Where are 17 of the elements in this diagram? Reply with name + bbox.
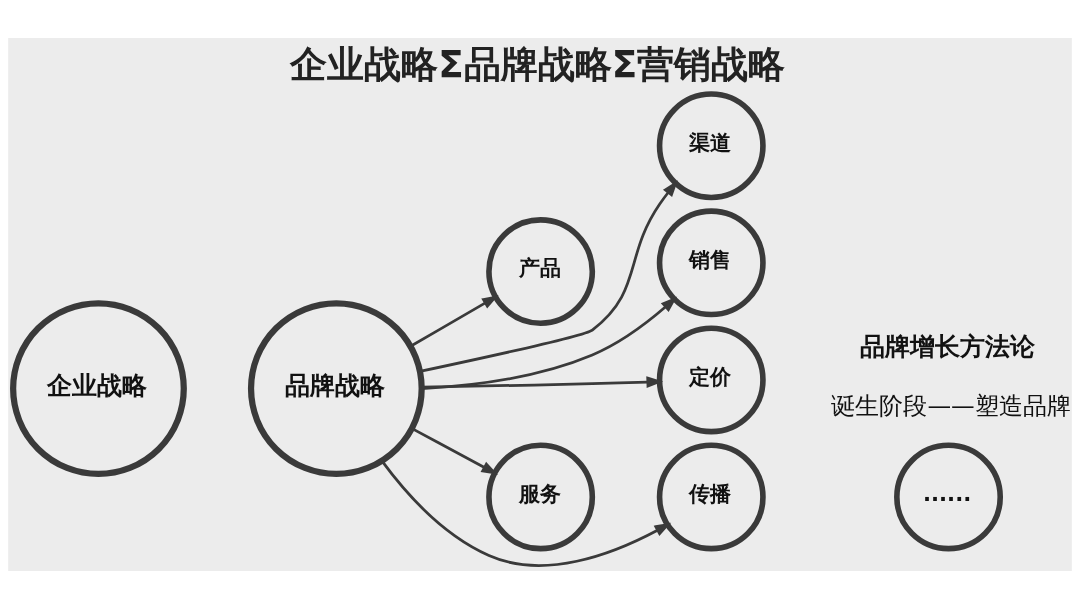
node-circle: 品牌战略 — [247, 299, 425, 477]
node-circle: 传播 — [656, 442, 766, 551]
node-circle: 销售 — [656, 207, 766, 317]
arrow — [411, 426, 499, 475]
arrow — [381, 459, 672, 567]
label: 诞生阶段——塑造品牌 — [831, 391, 1071, 420]
node-circle: ...... — [894, 442, 1003, 551]
arrow — [421, 296, 678, 390]
diagram-title: 企业战略Σ品牌战略Σ营销战略 — [290, 41, 786, 86]
label: 品牌增长方法论 — [860, 331, 1036, 361]
node-circle: 企业战略 — [10, 299, 187, 477]
node-circle: 产品 — [486, 216, 596, 326]
arrow — [419, 179, 678, 373]
node-circle: 服务 — [486, 442, 596, 551]
node-circle: 定价 — [656, 324, 766, 434]
arrow — [421, 375, 664, 389]
arrow — [410, 294, 499, 347]
